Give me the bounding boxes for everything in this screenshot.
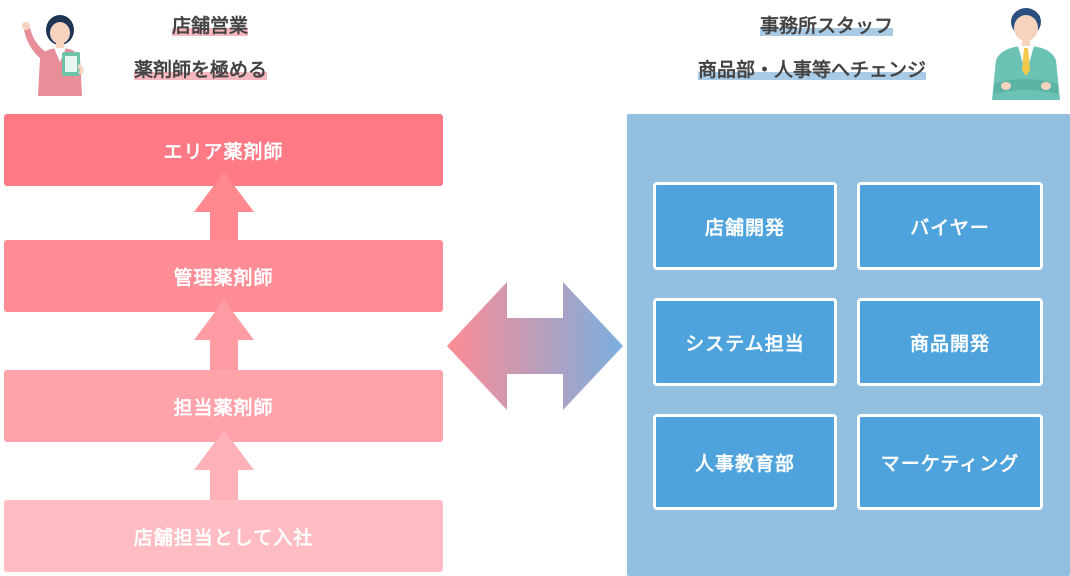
woman-with-clipboard-icon xyxy=(22,15,84,96)
job-buyer: バイヤー xyxy=(857,182,1043,270)
double-arrow-icon xyxy=(447,282,623,410)
up-arrow-icon xyxy=(194,300,254,372)
left-heading-line1: 店舗営業 xyxy=(172,14,249,38)
step-join-as-store-staff: 店舗担当として入社 xyxy=(4,500,443,572)
job-marketing: マーケティング xyxy=(857,414,1043,510)
businessman-icon xyxy=(992,8,1060,100)
job-product-development: 商品開発 xyxy=(857,298,1043,386)
job-system-staff: システム担当 xyxy=(653,298,837,386)
step-assigned-pharmacist: 担当薬剤師 xyxy=(4,370,443,442)
job-hr-education: 人事教育部 xyxy=(653,414,837,510)
up-arrow-icon xyxy=(194,430,254,502)
right-heading-line1: 事務所スタッフ xyxy=(760,14,894,38)
office-staff-panel: 店舗開発 バイヤー システム担当 商品開発 人事教育部 マーケティング xyxy=(627,114,1070,576)
step-managing-pharmacist: 管理薬剤師 xyxy=(4,240,443,312)
left-heading-line2: 薬剤師を極める xyxy=(134,58,268,82)
up-arrow-icon xyxy=(194,172,254,242)
right-heading-line2: 商品部・人事等へチェンジ xyxy=(698,58,927,82)
job-store-development: 店舗開発 xyxy=(653,182,837,270)
